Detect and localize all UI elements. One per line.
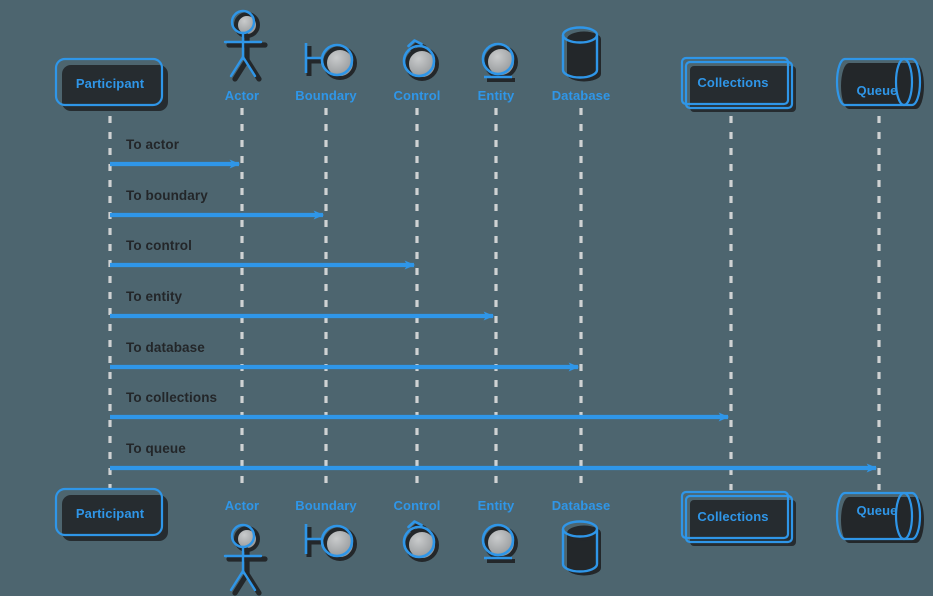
collections-head-top-icon: [680, 56, 796, 112]
message-label-to-queue: To queue: [126, 441, 186, 456]
head-label-boundary-bottom: Boundary: [295, 498, 357, 513]
message-to-control[interactable]: [108, 257, 423, 274]
entity-head-bottom-icon: [481, 523, 518, 563]
head-label-collections-top: Collections: [697, 75, 769, 90]
message-label-to-entity: To entity: [126, 289, 183, 304]
lifeline-head-queue-top[interactable]: [838, 55, 924, 111]
head-label-entity-top: Entity: [477, 88, 515, 103]
lifeline-head-collections-top[interactable]: [678, 54, 798, 114]
queue-head-bottom-icon: [835, 491, 924, 543]
message-label-to-database: To database: [126, 340, 205, 355]
head-label-actor-top: Actor: [224, 88, 260, 103]
lifeline-head-collections-bottom[interactable]: [678, 488, 798, 548]
lifeline-head-database-bottom[interactable]: [556, 516, 608, 596]
lifeline-head-control-bottom[interactable]: [396, 517, 446, 585]
message-to-collections[interactable]: [108, 409, 737, 426]
lifeline-head-boundary-bottom[interactable]: [298, 519, 360, 585]
message-label-to-collections: To collections: [126, 390, 218, 405]
participant-head-top-icon: [54, 57, 168, 111]
control-head-top-icon: [402, 39, 439, 81]
head-label-queue-bottom: Queue: [856, 503, 898, 518]
message-to-actor[interactable]: [108, 156, 248, 173]
participant-head-bottom-icon: [54, 487, 168, 541]
message-to-queue[interactable]: [108, 460, 885, 477]
message-label-to-boundary: To boundary: [126, 188, 208, 203]
head-label-participant-top: Participant: [75, 76, 145, 91]
message-label-to-control: To control: [126, 238, 192, 253]
lifeline-head-actor-bottom[interactable]: [218, 519, 268, 595]
message-label-to-actor: To actor: [126, 137, 180, 152]
collections-head-bottom-icon: [680, 490, 796, 546]
head-label-database-top: Database: [551, 88, 611, 103]
boundary-head-top-icon: [304, 43, 357, 80]
lifeline-head-control-top[interactable]: [396, 36, 446, 104]
database-head-bottom-icon: [561, 520, 601, 576]
head-label-control-bottom: Control: [393, 498, 441, 513]
message-to-boundary[interactable]: [108, 207, 332, 224]
head-label-control-top: Control: [393, 88, 441, 103]
lifeline-head-boundary-top[interactable]: [298, 38, 360, 104]
lifeline-head-entity-top[interactable]: [474, 40, 524, 104]
lifeline-head-entity-bottom[interactable]: [474, 521, 524, 585]
head-label-queue-top: Queue: [856, 83, 898, 98]
message-to-entity[interactable]: [108, 308, 502, 325]
message-to-database[interactable]: [108, 359, 587, 376]
message-arrows: [110, 159, 878, 473]
database-head-top-icon: [561, 26, 601, 82]
boundary-head-bottom-icon: [304, 524, 357, 561]
actor-head-bottom-icon: [223, 523, 268, 596]
head-label-database-bottom: Database: [551, 498, 611, 513]
head-label-actor-bottom: Actor: [224, 498, 260, 513]
lifeline-head-participant-top[interactable]: [52, 55, 170, 113]
head-label-participant-bottom: Participant: [75, 506, 145, 521]
actor-head-top-icon: [223, 9, 268, 82]
control-head-bottom-icon: [402, 520, 439, 562]
head-label-collections-bottom: Collections: [697, 509, 769, 524]
lifeline-head-queue-bottom[interactable]: [838, 489, 924, 545]
lifeline-head-actor-top[interactable]: [218, 5, 268, 105]
lifeline-lines: [108, 108, 881, 492]
lifeline-head-participant-bottom[interactable]: [52, 485, 170, 543]
lifeline-head-database-top[interactable]: [556, 22, 608, 104]
queue-head-top-icon: [835, 57, 924, 109]
head-label-boundary-top: Boundary: [295, 88, 357, 103]
head-label-entity-bottom: Entity: [477, 498, 515, 513]
entity-head-top-icon: [481, 42, 518, 82]
